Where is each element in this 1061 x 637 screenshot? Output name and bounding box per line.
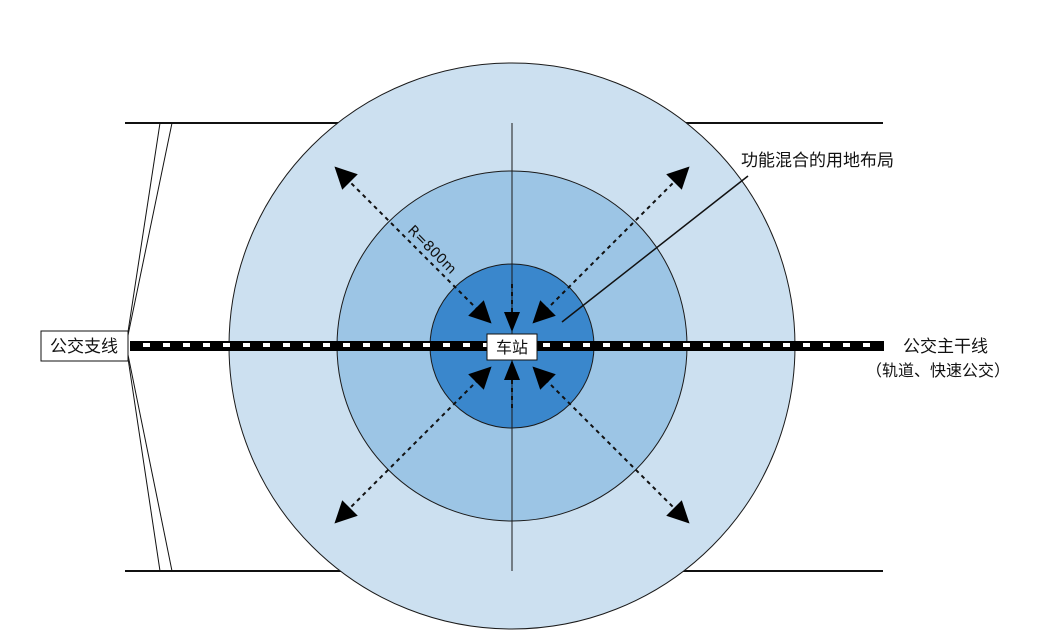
- arrow-up-into-station: [504, 360, 520, 380]
- mixed-land-use-label: 功能混合的用地布局: [741, 151, 894, 171]
- feeder-line-box: [40, 330, 129, 362]
- station-label: 车站: [496, 338, 528, 357]
- center-arrows: [504, 312, 520, 380]
- trunk-line-label: 公交主干线: [903, 337, 988, 357]
- transit-line-end: [874, 341, 884, 351]
- feeder-fan-lines: [125, 122, 173, 572]
- feeder-line-label: 公交支线: [50, 337, 118, 357]
- station-box: [486, 333, 538, 361]
- trunk-line-note: （轨道、快速公交）: [866, 361, 1010, 380]
- arrow-down-into-station: [504, 312, 520, 332]
- mixed-land-use-leader: [561, 175, 749, 323]
